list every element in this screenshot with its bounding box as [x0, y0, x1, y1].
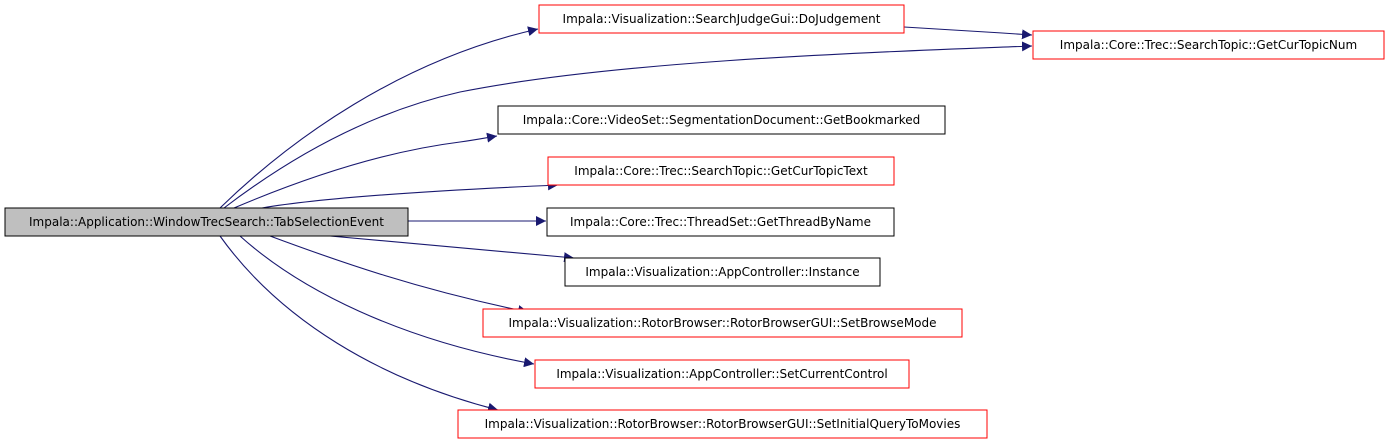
node-getbookmarked-box — [497, 105, 946, 135]
node-instance-box — [564, 257, 881, 287]
node-setcurrentcontrol[interactable]: Impala::Visualization::AppController::Se… — [534, 359, 910, 389]
edge-root-to-getcurtopicnum — [223, 41, 1033, 209]
edge-root-to-instance — [329, 235, 575, 263]
node-getthreadbyname-label: Impala::Core::Trec::ThreadSet::GetThread… — [570, 215, 871, 229]
node-getcurtopictext-label: Impala::Core::Trec::SearchTopic::GetCurT… — [574, 164, 868, 178]
node-setbrowsemode-box — [482, 308, 963, 338]
edge-root-to-setbrowsemode — [269, 235, 529, 315]
node-instance-label: Impala::Visualization::AppController::In… — [585, 265, 859, 279]
node-getbookmarked[interactable]: Impala::Core::VideoSet::SegmentationDocu… — [497, 105, 946, 135]
node-root[interactable]: Impala::Application::WindowTrecSearch::T… — [4, 207, 409, 237]
edges-layer — [219, 26, 1033, 413]
node-root-label: Impala::Application::WindowTrecSearch::T… — [29, 215, 384, 229]
node-setinitialquerytomovies-box — [457, 409, 988, 439]
node-getcurtopicnum-label: Impala::Core::Trec::SearchTopic::GetCurT… — [1060, 38, 1357, 52]
edge-dojudgement-to-getcurtopicnum — [903, 26, 1033, 40]
node-dojudgement-box — [538, 4, 905, 34]
node-getcurtopicnum-box — [1032, 30, 1385, 60]
edge-root-to-setinitialquerytomovies — [219, 235, 499, 413]
node-getcurtopictext-box — [547, 156, 895, 186]
node-setcurrentcontrol-box — [534, 359, 910, 389]
node-dojudgement-label: Impala::Visualization::SearchJudgeGui::D… — [563, 12, 881, 26]
edge-root-to-setcurrentcontrol — [239, 235, 535, 368]
edge-root-to-getcurtopictext — [261, 180, 559, 209]
edge-root-to-getbookmarked — [233, 132, 498, 209]
node-instance[interactable]: Impala::Visualization::AppController::In… — [564, 257, 881, 287]
node-setcurrentcontrol-label: Impala::Visualization::AppController::Se… — [556, 367, 887, 381]
node-setbrowsemode[interactable]: Impala::Visualization::RotorBrowser::Rot… — [482, 308, 963, 338]
node-getcurtopictext[interactable]: Impala::Core::Trec::SearchTopic::GetCurT… — [547, 156, 895, 186]
node-getcurtopicnum[interactable]: Impala::Core::Trec::SearchTopic::GetCurT… — [1032, 30, 1385, 60]
node-getthreadbyname[interactable]: Impala::Core::Trec::ThreadSet::GetThread… — [546, 207, 895, 237]
edge-root-to-dojudgement — [219, 26, 539, 209]
node-getbookmarked-label: Impala::Core::VideoSet::SegmentationDocu… — [523, 113, 921, 127]
node-setinitialquerytomovies[interactable]: Impala::Visualization::RotorBrowser::Rot… — [457, 409, 988, 439]
node-dojudgement[interactable]: Impala::Visualization::SearchJudgeGui::D… — [538, 4, 905, 34]
node-setbrowsemode-label: Impala::Visualization::RotorBrowser::Rot… — [508, 316, 936, 330]
node-setinitialquerytomovies-label: Impala::Visualization::RotorBrowser::Rot… — [485, 417, 961, 431]
node-getthreadbyname-box — [546, 207, 895, 237]
node-root-box — [4, 207, 409, 237]
